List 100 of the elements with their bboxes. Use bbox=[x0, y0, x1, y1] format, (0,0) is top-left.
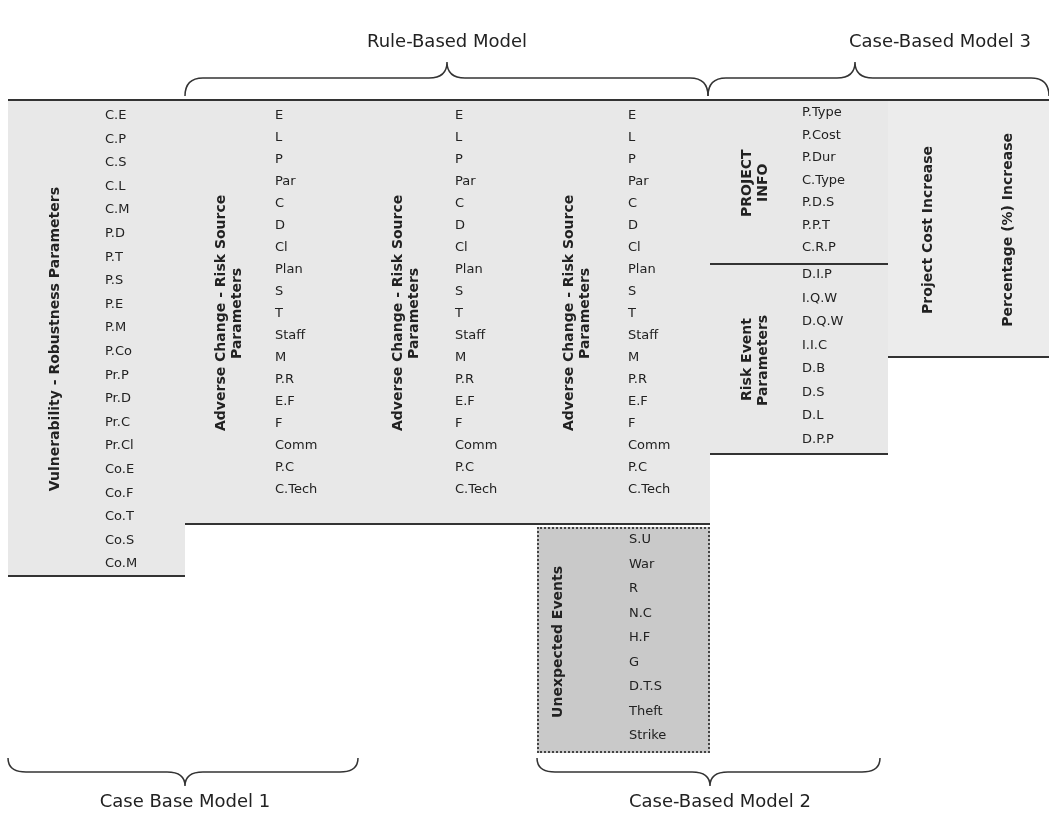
parameter-label: N.C bbox=[629, 604, 652, 620]
parameter-label: Strike bbox=[629, 727, 667, 742]
column-heading: Percentage (%) Increase bbox=[999, 132, 1015, 327]
parameter-label: Comm bbox=[455, 437, 498, 452]
parameter-label: P.D.S bbox=[802, 194, 835, 209]
parameter-label: Co.F bbox=[105, 484, 134, 500]
parameter-label: Par bbox=[455, 173, 476, 188]
parameter-label: Plan bbox=[455, 261, 483, 276]
parameter-label: P.D bbox=[105, 225, 125, 240]
parameter-label: C bbox=[455, 195, 465, 210]
parameter-label: P.Dur bbox=[802, 149, 836, 164]
parameter-label: L bbox=[275, 129, 283, 144]
parameter-label: P.C bbox=[628, 459, 648, 474]
parameter-label: G bbox=[629, 653, 640, 669]
parameter-label: P.S bbox=[105, 272, 124, 288]
column-heading: PROJECT INFO bbox=[738, 148, 770, 219]
parameter-label: P.P.T bbox=[802, 216, 830, 232]
parameter-label: L bbox=[628, 129, 636, 144]
parameter-label: War bbox=[629, 555, 655, 571]
parameter-label: C.E bbox=[105, 107, 127, 122]
parameter-label: Theft bbox=[629, 702, 663, 718]
parameter-label: E bbox=[275, 107, 284, 122]
parameter-label: E.F bbox=[628, 393, 648, 408]
parameter-label: Par bbox=[628, 173, 649, 188]
parameter-label: Co.T bbox=[105, 508, 134, 524]
parameter-label: Pr.P bbox=[105, 366, 129, 382]
parameter-label: P.R bbox=[275, 371, 294, 386]
parameter-label: E.F bbox=[275, 393, 295, 408]
parameter-label: Comm bbox=[628, 437, 671, 452]
parameter-label: C.M bbox=[105, 201, 130, 217]
parameter-label: Cl bbox=[275, 239, 288, 254]
column-heading: Project Cost Increase bbox=[918, 145, 935, 314]
parameter-label: P.E bbox=[105, 295, 124, 311]
parameter-label: I.Q.W bbox=[802, 289, 838, 305]
parameter-label: D.S bbox=[802, 383, 825, 399]
parameter-label: Cl bbox=[455, 239, 468, 254]
parameter-label: P.Type bbox=[802, 104, 842, 119]
parameter-label: Plan bbox=[628, 261, 656, 276]
parameter-label: D.L bbox=[802, 407, 824, 422]
table-panel bbox=[710, 265, 888, 455]
parameter-label: S bbox=[628, 283, 637, 298]
parameter-label: Co.E bbox=[105, 461, 135, 476]
parameter-label: D.Q.W bbox=[802, 313, 844, 328]
model-label: Rule-Based Model bbox=[366, 30, 528, 51]
parameter-label: C.P bbox=[105, 130, 127, 146]
parameter-label: I.I.C bbox=[802, 336, 827, 352]
parameter-label: P.R bbox=[628, 371, 647, 386]
parameter-label: M bbox=[275, 349, 287, 364]
parameter-label: C.L bbox=[105, 177, 126, 193]
table-panel bbox=[888, 101, 965, 358]
parameter-label: E bbox=[628, 107, 637, 122]
parameter-label: P.T bbox=[105, 248, 123, 264]
table-panel bbox=[537, 527, 710, 753]
parameter-label: P.Co bbox=[105, 343, 132, 358]
parameter-label: T bbox=[628, 305, 636, 320]
parameter-label: P.C bbox=[455, 459, 475, 474]
parameter-label: P bbox=[455, 151, 463, 166]
parameter-label: Pr.D bbox=[105, 390, 131, 406]
model-label: Case-Based Model 2 bbox=[628, 790, 812, 811]
parameter-label: Pr.Cl bbox=[105, 437, 134, 453]
model-label: Case-Based Model 3 bbox=[848, 30, 1032, 51]
parameter-label: T bbox=[275, 305, 283, 320]
column-heading: Adverse Change - Risk Source Parameters bbox=[389, 193, 421, 434]
parameter-label: C.Tech bbox=[275, 481, 318, 496]
parameter-label: D.P.P bbox=[802, 430, 834, 446]
parameter-label: C bbox=[628, 195, 638, 210]
parameter-label: F bbox=[455, 415, 463, 430]
parameter-label: F bbox=[275, 415, 283, 430]
column-heading: Unexpected Events bbox=[548, 566, 565, 718]
table-panel bbox=[710, 101, 888, 265]
parameter-label: Staff bbox=[628, 327, 659, 342]
parameter-label: C.S bbox=[105, 154, 127, 170]
column-heading: Adverse Change - Risk Source Parameters bbox=[211, 193, 244, 434]
parameter-label: D.I.P bbox=[802, 266, 832, 281]
parameter-label: C.Type bbox=[802, 171, 846, 187]
parameter-label: Cl bbox=[628, 239, 641, 254]
parameter-label: E.F bbox=[455, 393, 475, 408]
parameter-label: C bbox=[275, 195, 285, 210]
parameter-label: Pr.C bbox=[105, 413, 130, 429]
parameter-label: Plan bbox=[275, 261, 303, 276]
parameter-label: M bbox=[455, 349, 467, 364]
parameter-label: P.R bbox=[455, 371, 474, 386]
parameter-label: D.T.S bbox=[629, 678, 662, 693]
parameter-label: C.Tech bbox=[455, 481, 498, 496]
column-heading: Adverse Change - Risk Source Parameters bbox=[560, 193, 592, 434]
parameter-label: P bbox=[628, 151, 636, 166]
parameter-label: Staff bbox=[275, 327, 306, 342]
parameter-label: P.Cost bbox=[802, 126, 841, 142]
parameter-label: T bbox=[455, 305, 463, 320]
parameter-label: D bbox=[275, 217, 285, 232]
parameter-label: P.C bbox=[275, 459, 295, 474]
parameter-label: P.M bbox=[105, 319, 127, 335]
parameter-label: S.U bbox=[629, 531, 651, 546]
parameter-label: C.R.P bbox=[802, 239, 836, 254]
parameter-label: P bbox=[275, 151, 283, 166]
parameter-label: Staff bbox=[455, 327, 486, 342]
table-panel bbox=[965, 101, 1049, 358]
parameter-label: C.Tech bbox=[628, 481, 671, 496]
parameter-label: Comm bbox=[275, 437, 318, 452]
parameter-label: D bbox=[628, 217, 638, 232]
